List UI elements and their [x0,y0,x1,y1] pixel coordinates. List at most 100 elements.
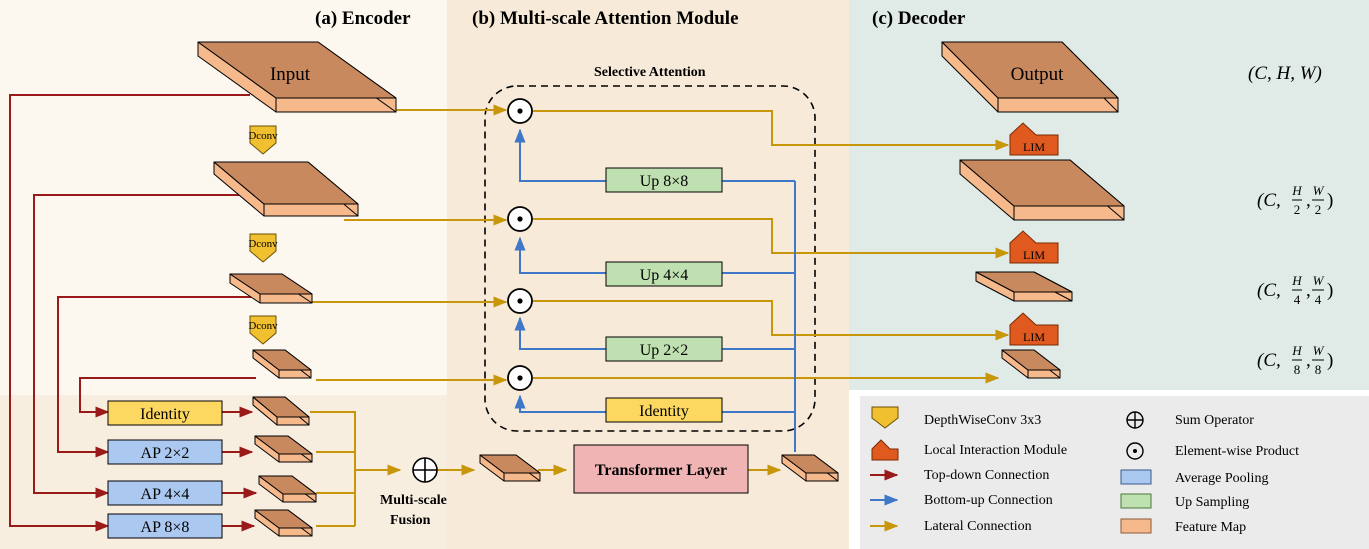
sum-icon [412,457,438,483]
legend-item-dconv: DepthWiseConv 3x3 [924,413,1041,428]
input-label: Input [270,64,311,85]
svg-text:4: 4 [1294,292,1301,307]
legend-sum-icon [1126,411,1144,429]
fused-feature-map [479,454,541,482]
product-dot-3 [517,298,523,304]
svg-text:H: H [1291,273,1302,288]
pool-ap-2x2-label: AP 2×2 [141,445,190,462]
up-block-2x2: Up 2×2 [605,336,723,362]
dim-label-full: (C, H, W) [1248,63,1322,84]
up-block-identity-label: Identity [639,403,689,420]
lim-block-2: LIM [1009,230,1059,264]
decoder-lateral-1 [533,110,1010,151]
pool-ap-4x4-label: AP 4×4 [141,486,190,503]
up-block-8x8-label: Up 8×8 [640,173,689,190]
product-dot-2 [517,216,523,222]
product-dot-4 [517,375,523,381]
svg-text:(C,: (C, [1257,190,1281,211]
pool-identity: Identity [107,400,223,426]
fusion-label-line2: Fusion [390,513,431,528]
decoder-lateral-3 [533,300,1010,341]
pool-ap-8x8: AP 8×8 [107,513,223,539]
transformer-output-map [781,454,839,482]
fusion-label-line1: Multi-scale [380,493,447,508]
up-block-4x4: Up 4×4 [605,261,723,287]
up-block-identity: Identity [605,397,723,423]
legend: DepthWiseConv 3x3 Local Interaction Modu… [870,406,1299,535]
selective-attention-box [484,85,816,432]
lim-label-3: LIM [1023,330,1045,344]
dconv-block-1: Dconv [248,125,278,155]
lim-label-2: LIM [1023,248,1045,262]
dconv-block-2: Dconv [248,233,278,263]
legend-item-top-down: Top-down Connection [924,468,1049,483]
encoder-bottom-panel [0,395,447,549]
legend-item-bottom-up: Bottom-up Connection [924,493,1053,508]
lim-block-1: LIM [1009,122,1059,156]
dim-label-quarter: (C, H 4 , W 4 ) [1257,273,1333,307]
pooled-map-2x2 [254,435,313,463]
top-down-line-1 [9,94,250,532]
legend-panel [860,396,1369,549]
top-down-line-2 [33,194,250,499]
pool-identity-label: Identity [140,406,190,423]
legend-item-avg-pool: Average Pooling [1175,471,1268,486]
svg-text:4: 4 [1315,292,1322,307]
legend-item-lim: Local Interaction Module [924,443,1067,458]
encoder-map-level-3 [252,349,312,379]
up-block-8x8: Up 8×8 [605,167,723,193]
pool-ap-8x8-label: AP 8×8 [141,519,190,536]
output-label: Output [1011,64,1065,85]
legend-product-icon [1126,442,1144,460]
svg-text:,: , [1306,190,1311,211]
legend-item-lateral: Lateral Connection [924,519,1032,534]
svg-text:(C,: (C, [1257,350,1281,371]
legend-up-sampling-icon [1120,493,1152,509]
svg-text:W: W [1313,183,1325,198]
dconv-label-1: Dconv [248,130,278,142]
pooled-map-4x4 [258,475,317,503]
decoder-map-level-3 [1001,349,1061,379]
svg-text:2: 2 [1315,202,1322,217]
dconv-label-3: Dconv [248,320,278,332]
svg-text:): ) [1327,350,1333,371]
decoder-lateral-2 [533,218,1010,259]
up-block-2x2-label: Up 2×2 [640,342,689,359]
svg-text:H: H [1291,183,1302,198]
input-feature-map [197,41,397,113]
product-dot-1 [517,108,523,114]
transformer-layer: Transformer Layer [573,444,749,494]
svg-text:2: 2 [1294,202,1301,217]
svg-text:8: 8 [1294,362,1301,377]
decoder-title: (c) Decoder [872,8,966,29]
decoder-map-level-2 [975,271,1073,302]
svg-text:W: W [1313,273,1325,288]
lim-block-3: LIM [1009,312,1059,346]
encoder-map-level-1 [213,161,359,217]
svg-text:,: , [1306,350,1311,371]
svg-text:,: , [1306,280,1311,301]
pool-ap-2x2: AP 2×2 [107,439,223,465]
legend-lim-icon [871,439,899,461]
up-block-4x4-label: Up 4×4 [640,267,689,284]
transformer-label: Transformer Layer [595,462,727,479]
attention-title: (b) Multi-scale Attention Module [472,8,739,29]
decoder-map-level-1 [959,159,1125,221]
svg-text:H: H [1291,343,1302,358]
svg-text:(C,: (C, [1257,280,1281,301]
dconv-block-3: Dconv [248,315,278,345]
legend-avg-pool-icon [1120,469,1152,485]
legend-item-up-sampling: Up Sampling [1175,495,1249,510]
svg-text:): ) [1327,190,1333,211]
legend-item-feature-map: Feature Map [1175,520,1246,535]
encoder-map-level-2 [229,273,313,304]
top-down-line-4 [79,377,256,418]
legend-item-product: Element-wise Product [1175,444,1299,459]
fusion-collector [310,411,400,527]
pooled-map-8x8 [254,509,313,537]
svg-text:): ) [1327,280,1333,301]
lim-label-1: LIM [1023,140,1045,154]
legend-feature-map-icon [1120,518,1152,534]
encoder-title: (a) Encoder [315,8,411,29]
svg-text:8: 8 [1315,362,1322,377]
